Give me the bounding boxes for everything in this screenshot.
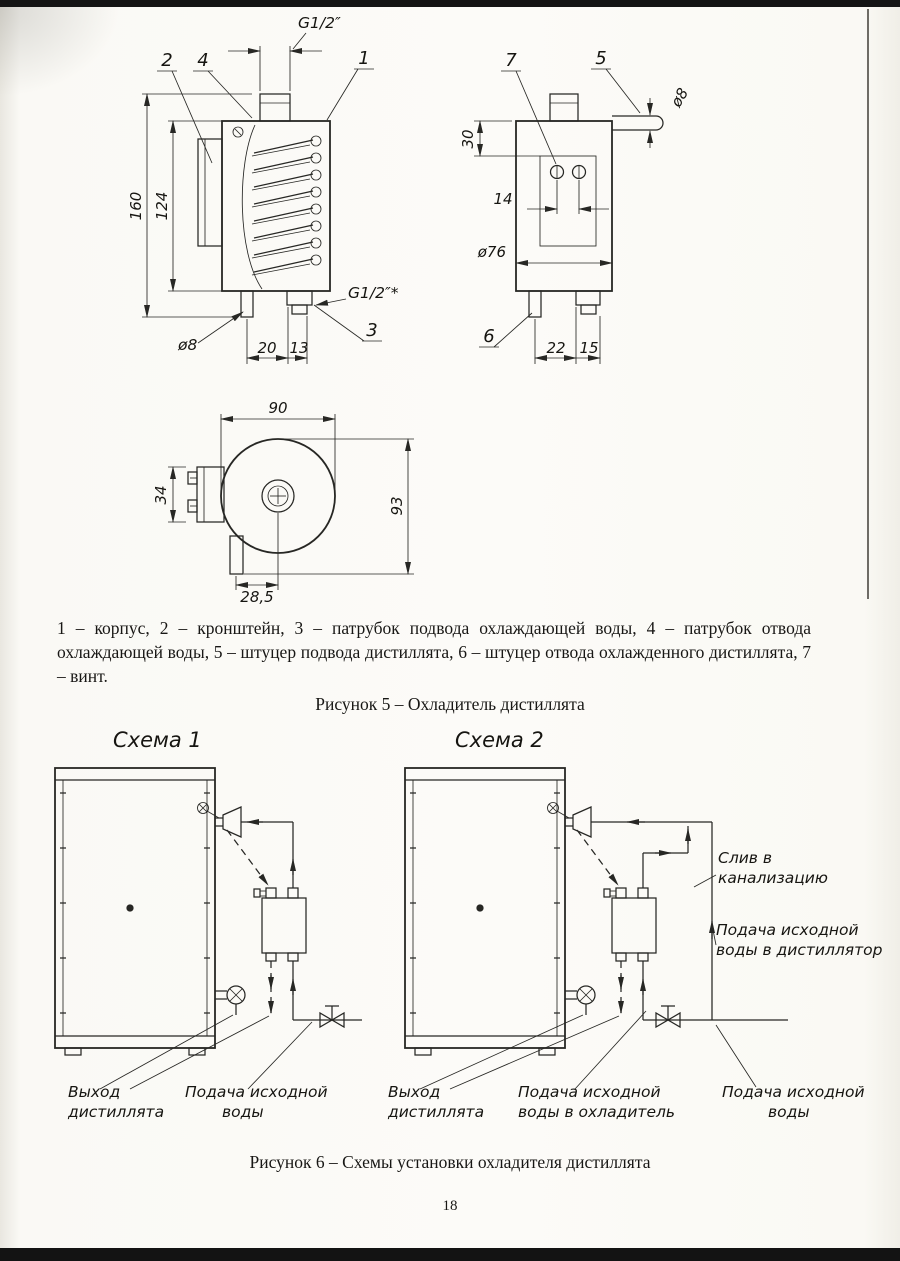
dim-thread-top: G1/2″ xyxy=(298,14,341,32)
side-part-refs: 7 5 6 xyxy=(479,48,641,348)
scheme2-title: Схема 2 xyxy=(455,728,544,752)
dim-thread-bottom: G1/2″* xyxy=(348,284,399,302)
s1-label-feed-1: Подача исходной xyxy=(185,1083,328,1101)
part-ref-6: 6 xyxy=(483,326,494,347)
s1-label-out-2: дистиллята xyxy=(67,1103,164,1121)
front-dimensions: 160 124 G1/2″ 20 13 ø8 G1/2″* xyxy=(127,14,399,364)
scan-edge-right xyxy=(867,9,869,599)
part-ref-2: 2 xyxy=(161,50,172,71)
figure6-drawing: Схема 1 xyxy=(54,728,883,1121)
dim-28-5: 28,5 xyxy=(240,588,273,606)
scheme2: Схема 2 xyxy=(387,728,883,1121)
cooler-unit xyxy=(253,887,307,962)
s2-label-feed-2: воды xyxy=(768,1103,810,1121)
scan-shadow xyxy=(0,7,120,97)
cooler-unit xyxy=(603,887,657,962)
dim-dia8-side: ø8 xyxy=(667,85,692,111)
s2-label-cool-2: воды в охладитель xyxy=(518,1103,675,1121)
top-dimensions: 90 34 93 28,5 xyxy=(152,399,414,606)
dim-dia8-front: ø8 xyxy=(177,336,197,354)
s2-label-drain-2: канализацию xyxy=(718,869,828,887)
scan-edge-bottom xyxy=(0,1248,900,1261)
page-number: 18 xyxy=(442,1198,458,1214)
s2-label-feed-1: Подача исходной xyxy=(722,1083,865,1101)
s1-label-feed-2: воды xyxy=(222,1103,264,1121)
s2-label-dist-2: воды в дистиллятор xyxy=(716,941,883,959)
panel-rivets xyxy=(410,792,560,1014)
dim-14: 14 xyxy=(493,190,512,208)
supply-valve xyxy=(655,1005,681,1029)
dim-20: 20 xyxy=(257,339,276,357)
part-ref-4: 4 xyxy=(197,50,208,71)
drain-faucet xyxy=(565,985,596,1015)
dim-124: 124 xyxy=(153,192,171,221)
s2-label-drain-1: Слив в xyxy=(718,849,772,867)
side-view xyxy=(515,93,664,318)
s2-label-out-1: Выход xyxy=(388,1083,440,1101)
supply-valve xyxy=(319,1005,345,1029)
panel-rivets xyxy=(60,792,210,1014)
dim-dia76: ø76 xyxy=(477,243,506,261)
drain-faucet xyxy=(215,985,246,1015)
part-ref-1: 1 xyxy=(358,48,369,69)
dim-160: 160 xyxy=(127,192,145,221)
front-part-refs: 2 4 1 3 xyxy=(157,48,382,342)
s2-label-cool-1: Подача исходной xyxy=(518,1083,661,1101)
dim-30: 30 xyxy=(459,129,477,148)
cooling-coil xyxy=(251,135,322,276)
top-view xyxy=(187,438,336,575)
scheme1-title: Схема 1 xyxy=(113,728,202,752)
scheme1: Схема 1 xyxy=(54,728,362,1121)
part-ref-3: 3 xyxy=(366,320,377,341)
front-view xyxy=(197,93,331,318)
dim-34: 34 xyxy=(152,485,170,504)
dim-90: 90 xyxy=(268,399,287,417)
side-dimensions: ø8 30 14 ø76 22 15 xyxy=(459,85,692,364)
dim-13: 13 xyxy=(289,339,308,357)
s2-label-out-2: дистиллята xyxy=(387,1103,484,1121)
part-ref-7: 7 xyxy=(505,50,517,71)
figure5-parts-caption: 1 – корпус, 2 – кронштейн, 3 – патрубок … xyxy=(57,618,811,687)
s2-label-dist-1: Подача исходной xyxy=(716,921,859,939)
dim-93: 93 xyxy=(388,496,406,515)
dim-15: 15 xyxy=(579,339,598,357)
s1-label-out-1: Выход xyxy=(68,1083,120,1101)
dim-22: 22 xyxy=(546,339,565,357)
figure5-title: Рисунок 5 – Охладитель дистиллята xyxy=(315,694,585,714)
figure5-drawing: 160 124 G1/2″ 20 13 ø8 G1/2″* 2 xyxy=(127,14,692,606)
figure6-title: Рисунок 6 – Схемы установки охладителя д… xyxy=(249,1152,651,1172)
scan-edge-top xyxy=(0,0,900,7)
part-ref-5: 5 xyxy=(595,48,606,69)
